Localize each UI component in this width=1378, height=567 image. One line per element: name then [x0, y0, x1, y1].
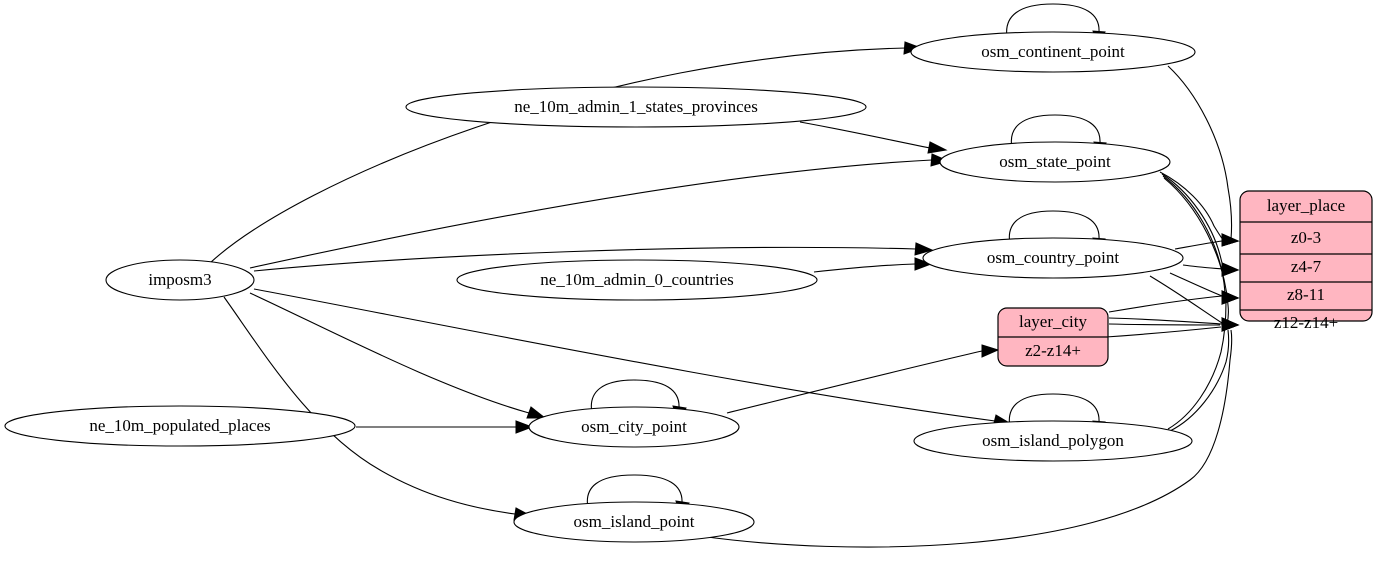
record-row-layer_city-title: layer_city	[1019, 312, 1087, 331]
edge-osm_country_point-to-layer_place-z0-3	[1174, 240, 1223, 250]
arrowhead	[914, 257, 933, 271]
node-shape[interactable]	[913, 420, 1193, 462]
node-shape[interactable]	[513, 501, 755, 543]
record-row-z0-3[interactable]: z0-3	[1291, 228, 1321, 247]
node-osm_city_point[interactable]: osm_city_point	[528, 406, 740, 448]
edge-layer_city-to-layer_place-z12-z14	[1108, 317, 1223, 325]
selfloop-osm_city_point	[590, 379, 680, 414]
arrowhead	[930, 153, 950, 167]
selfloop-osm_state_point	[1010, 114, 1101, 149]
edge-imposm3-to-osm_island_polygon	[253, 288, 996, 422]
arrowhead	[1221, 317, 1240, 332]
arrowhead	[914, 242, 934, 256]
record-row-z2-z14[interactable]: z2-z14+	[1025, 341, 1081, 360]
node-ne_10m_populated_places[interactable]: ne_10m_populated_places	[4, 405, 356, 447]
node-label: ne_10m_populated_places	[89, 416, 270, 435]
selfloop-osm_continent_point	[1006, 3, 1100, 38]
edge-ne_10m_admin_1_states_provinces-to-osm_state_point	[799, 121, 931, 149]
edge-osm_island_polygon-to-layer_place-z8-11	[1167, 301, 1227, 430]
record-nodes-layer: layer_place z0-3 z4-7 z8-11 z12-z14+ lay…	[997, 190, 1373, 367]
node-label: osm_island_point	[574, 512, 695, 531]
record-row-layer_place-title: layer_place	[1267, 196, 1345, 215]
edge-osm_state_point-to-layer_place-z12-z14	[1163, 177, 1229, 325]
node-shape[interactable]	[4, 405, 356, 447]
arrowhead	[526, 406, 547, 419]
edge-imposm3-to-osm_state_point	[249, 159, 933, 269]
edge-imposm3-to-osm_island_point	[223, 296, 516, 515]
node-imposm3[interactable]: imposm3	[105, 259, 255, 301]
node-label: ne_10m_admin_1_states_provinces	[514, 97, 758, 116]
node-shape[interactable]	[456, 259, 818, 301]
edge-osm_island_polygon-to-layer_place-z12-z14	[1169, 329, 1230, 432]
record-body[interactable]	[1239, 190, 1373, 322]
node-osm_island_polygon[interactable]: osm_island_polygon	[913, 420, 1193, 462]
edge-osm_state_point-to-layer_place-z8-11	[1162, 175, 1226, 298]
node-shape[interactable]	[405, 86, 867, 128]
edge-osm_country_point-to-layer_place-z12-z14	[1149, 275, 1223, 324]
node-label: osm_city_point	[581, 417, 687, 436]
edge-imposm3-to-osm_continent_point	[209, 47, 907, 264]
edge-imposm3-to-osm_city_point	[249, 292, 530, 414]
record-row-z8-11[interactable]: z8-11	[1287, 285, 1325, 304]
arrowhead	[1221, 233, 1240, 247]
node-ne_10m_admin_0_countries[interactable]: ne_10m_admin_0_countries	[456, 259, 818, 301]
edge-layer_city-to-layer_place-alt	[1108, 323, 1221, 326]
nodes-layer: imposm3 ne_10m_admin_1_states_provinces …	[4, 31, 1196, 543]
node-osm_island_point[interactable]: osm_island_point	[513, 501, 755, 543]
edge-layer_city-to-layer_place-z8-11	[1108, 295, 1223, 313]
node-label: osm_country_point	[987, 248, 1119, 267]
node-osm_continent_point[interactable]: osm_continent_point	[910, 31, 1196, 73]
node-label: imposm3	[148, 270, 211, 289]
arrowhead	[927, 141, 948, 154]
node-osm_country_point[interactable]: osm_country_point	[922, 237, 1184, 279]
edge-osm_city_point-to-layer_city	[726, 350, 983, 414]
node-shape[interactable]	[910, 31, 1196, 73]
node-label: osm_continent_point	[981, 42, 1125, 61]
node-shape[interactable]	[528, 406, 740, 448]
edge-osm_country_point-to-layer_place-z8-11	[1169, 272, 1223, 297]
selfloop-osm_country_point	[1008, 210, 1100, 245]
node-shape[interactable]	[105, 259, 255, 301]
record-row-z4-7[interactable]: z4-7	[1291, 257, 1322, 276]
edge-imposm3-to-osm_country_point	[253, 246, 917, 272]
node-shape[interactable]	[922, 237, 1184, 279]
edge-ne_10m_admin_0_countries-to-osm_country_point	[813, 263, 916, 273]
arrowhead	[981, 344, 1000, 358]
edge-osm_continent_point-to-layer_place-z0-3	[1167, 65, 1233, 240]
node-ne_10m_admin_1_states_provinces[interactable]: ne_10m_admin_1_states_provinces	[405, 86, 867, 128]
edge-layer_city-to-layer_place-alt2	[1105, 326, 1222, 338]
record-node-layer_city[interactable]: layer_city z2-z14+	[997, 307, 1109, 367]
record-node-layer_place[interactable]: layer_place z0-3 z4-7 z8-11 z12-z14+	[1239, 190, 1373, 332]
node-shape[interactable]	[939, 141, 1171, 183]
selfloop-osm_island_point	[586, 474, 683, 509]
edge-osm_country_point-to-layer_place-z4-7	[1182, 264, 1223, 270]
node-label: osm_state_point	[999, 152, 1111, 171]
selfloop-osm_island_polygon	[1008, 393, 1100, 428]
arrowhead	[515, 420, 534, 434]
node-osm_state_point[interactable]: osm_state_point	[939, 141, 1171, 183]
record-row-z12-z14[interactable]: z12-z14+	[1274, 313, 1338, 332]
edge-osm_island_point-to-layer_place-z12-z14	[699, 329, 1233, 548]
arrowhead	[1221, 262, 1240, 277]
node-label: ne_10m_admin_0_countries	[540, 270, 734, 289]
node-label: osm_island_polygon	[982, 431, 1124, 450]
arrowhead	[1221, 290, 1240, 305]
